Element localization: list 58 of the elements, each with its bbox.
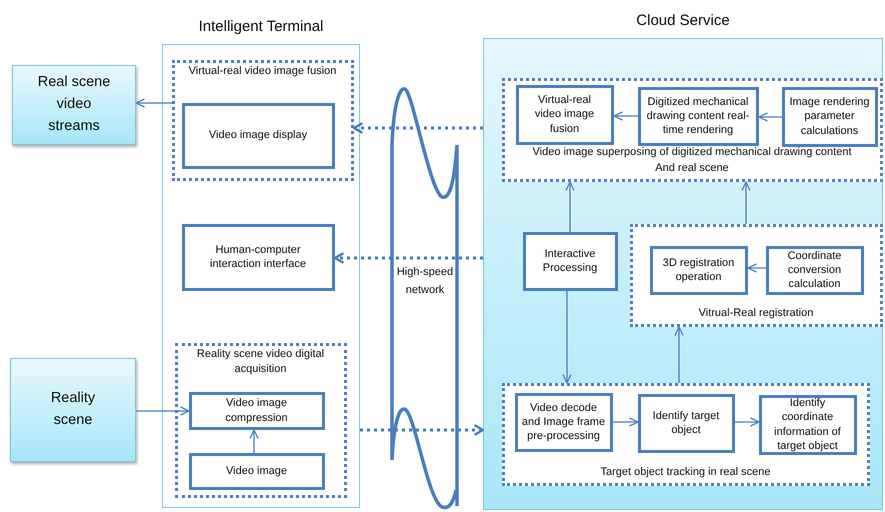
group-title: Virtual-real video image fusion [188,64,338,78]
process-label: Video image display [208,128,308,143]
process-label: Video image compression [224,396,289,425]
process-box [514,392,612,452]
process-label: Identify target object [652,408,720,438]
arrow [249,429,259,453]
process-box [182,224,334,290]
arrow [758,112,782,122]
source-label: Real scene video streams [36,73,112,136]
process-box [638,86,758,146]
group-title: Reality scene video digital acquisition [196,346,326,378]
dotted-group-box [174,342,346,498]
arrow [674,326,684,383]
source-box [12,65,136,145]
process-label: Human-computer interaction interface [209,242,307,272]
arrow [735,417,760,427]
dotted-group-box [630,224,882,326]
source-label: Reality scene [50,389,96,430]
group-title: Target object tracking in real scene [600,464,772,480]
dotted-group-box [172,60,354,180]
process-label: Video image [226,464,287,478]
process-label: Image rendering parameter calculations [788,95,870,138]
arrow [562,291,572,384]
arrow [135,98,172,108]
process-box [638,394,734,452]
arrow [747,263,766,273]
group-title: Video image superposing of digitized mechanical drawing content And real scene [532,144,852,176]
dotted-group-box [502,78,882,182]
group-title: Vitrual-Real registration [698,306,814,321]
process-label: 3D registration operation [662,256,736,284]
process-box [516,84,614,144]
arrow [136,406,190,416]
process-box [188,452,324,490]
source-box [10,358,136,462]
process-label: Coordinate conversion calculation [786,248,842,292]
arrow [613,417,639,427]
network-label: High-speed network [396,265,454,298]
process-box [758,394,856,454]
process-label: Digitized mechanical drawing content real-time rendering [646,94,750,138]
process-box [766,246,864,294]
arrow [613,111,638,121]
dotted-group-box [502,382,870,486]
panel-heading: Cloud Service [635,12,731,29]
arrow [352,122,483,134]
arrow [565,181,575,232]
process-label: Video decode and Image frame pre-processing [522,400,606,444]
process-label: Identify coordinate information of target object [773,396,842,454]
process-label: Interactive Processing [542,246,598,276]
process-box [188,392,324,430]
process-box [182,102,334,168]
arrow [741,181,751,224]
process-label: Virtual-real video image fusion [534,93,596,136]
process-box [782,86,878,146]
process-box [522,232,618,290]
arrow [334,252,483,264]
panel-heading: Intelligent Terminal [198,18,324,35]
process-box [650,246,748,294]
arrow [360,424,484,436]
